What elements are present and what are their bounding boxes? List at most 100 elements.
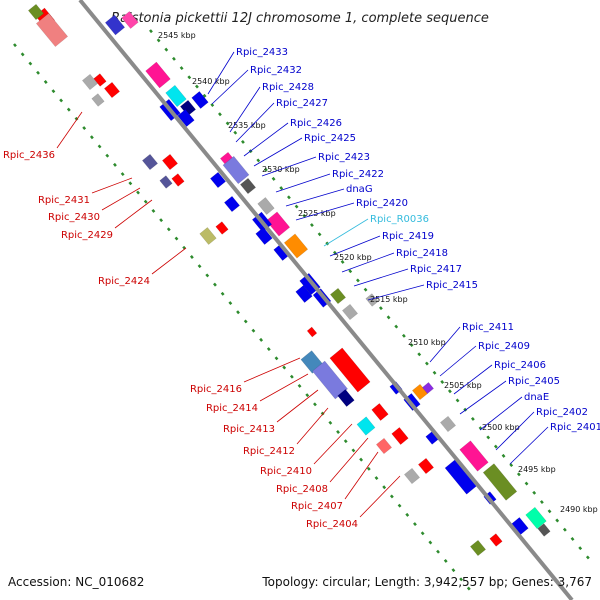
gene-feature[interactable] xyxy=(306,326,318,338)
gene-label-left[interactable]: Rpic_2407 xyxy=(291,501,343,512)
gene-feature[interactable] xyxy=(341,303,359,321)
gene-feature[interactable] xyxy=(469,539,487,557)
gene-feature[interactable] xyxy=(391,427,409,445)
label-leader-line xyxy=(243,357,301,383)
gene-label-left[interactable]: Rpic_2410 xyxy=(260,466,312,477)
gene-label-right[interactable]: Rpic_2427 xyxy=(276,98,328,109)
gene-label-right[interactable]: Rpic_2406 xyxy=(494,360,546,371)
gene-label-right[interactable]: Rpic_2411 xyxy=(462,322,514,333)
gene-label-left[interactable]: Rpic_2436 xyxy=(3,150,55,161)
gene-feature[interactable] xyxy=(81,73,99,91)
label-leader-layer xyxy=(56,51,549,518)
label-leader-line xyxy=(313,423,353,465)
gene-label-right[interactable]: Rpic_2402 xyxy=(536,407,588,418)
gene-label-right[interactable]: Rpic_2420 xyxy=(356,198,408,209)
gene-feature[interactable] xyxy=(537,523,551,537)
gene-feature[interactable] xyxy=(209,171,227,189)
gene-label-left[interactable]: Rpic_2429 xyxy=(61,230,113,241)
label-leader-line xyxy=(344,451,379,500)
map-title: Ralstonia pickettii 12J chromosome 1, co… xyxy=(111,11,489,26)
label-leader-line xyxy=(211,69,249,105)
gene-feature[interactable] xyxy=(255,227,273,245)
gene-feature[interactable] xyxy=(422,382,434,394)
gene-feature[interactable] xyxy=(103,81,121,99)
label-leader-line xyxy=(56,111,83,149)
gene-label-right[interactable]: Rpic_2422 xyxy=(332,169,384,180)
gene-feature[interactable] xyxy=(121,11,139,29)
gene-feature[interactable] xyxy=(295,285,313,303)
kbp-tick-label: 2490 kbp xyxy=(560,505,598,514)
gene-feature[interactable] xyxy=(199,227,217,245)
gene-feature[interactable] xyxy=(329,287,347,305)
gene-label-left[interactable]: Rpic_2416 xyxy=(190,384,242,395)
gene-feature[interactable] xyxy=(459,440,489,472)
gene-label-right[interactable]: Rpic_R0036 xyxy=(370,214,429,225)
gene-feature[interactable] xyxy=(439,415,457,433)
gene-label-right[interactable]: Rpic_2426 xyxy=(290,118,342,129)
gene-feature[interactable] xyxy=(159,175,173,189)
gene-feature[interactable] xyxy=(91,93,105,107)
gene-feature[interactable] xyxy=(265,211,291,237)
gene-label-right[interactable]: Rpic_2433 xyxy=(236,47,288,58)
gene-label-left[interactable]: Rpic_2408 xyxy=(276,484,328,495)
gene-feature[interactable] xyxy=(161,153,179,171)
gene-feature[interactable] xyxy=(223,195,241,213)
gene-label-left[interactable]: Rpic_2424 xyxy=(98,276,150,287)
gene-feature[interactable] xyxy=(403,467,421,485)
gene-feature[interactable] xyxy=(177,109,195,127)
gene-label-right[interactable]: Rpic_2417 xyxy=(410,264,462,275)
gene-feature[interactable] xyxy=(329,347,371,393)
gene-label-left[interactable]: Rpic_2413 xyxy=(223,424,275,435)
gene-label-right[interactable]: Rpic_2432 xyxy=(250,65,302,76)
gene-label-left[interactable]: Rpic_2412 xyxy=(243,446,295,457)
gene-label-right[interactable]: dnaG xyxy=(346,184,373,195)
label-leader-line xyxy=(275,173,331,193)
label-leader-line xyxy=(229,86,261,133)
kbp-tick-label: 2515 kbp xyxy=(370,295,408,304)
gene-feature[interactable] xyxy=(482,463,518,501)
gene-label-left[interactable]: Rpic_2414 xyxy=(206,403,258,414)
gene-feature[interactable] xyxy=(375,437,393,455)
gene-feature[interactable] xyxy=(283,233,309,259)
gene-feature[interactable] xyxy=(417,457,435,475)
gene-feature[interactable] xyxy=(145,61,171,89)
gene-feature[interactable] xyxy=(489,533,503,547)
gene-label-left[interactable]: Rpic_2430 xyxy=(48,212,100,223)
label-leader-line xyxy=(341,252,395,273)
gene-feature[interactable] xyxy=(239,177,257,195)
gene-feature[interactable] xyxy=(365,293,379,307)
gene-feature[interactable] xyxy=(27,3,45,21)
gene-label-left[interactable]: Rpic_2404 xyxy=(306,519,358,530)
label-leader-line xyxy=(235,102,275,143)
gene-feature[interactable] xyxy=(337,389,355,407)
gene-label-left[interactable]: Rpic_2431 xyxy=(38,195,90,206)
gene-feature[interactable] xyxy=(257,197,275,215)
gene-label-right[interactable]: Rpic_2401 xyxy=(550,422,600,433)
gene-label-right[interactable]: Rpic_2419 xyxy=(382,231,434,242)
gene-feature[interactable] xyxy=(165,84,187,108)
gene-feature[interactable] xyxy=(356,416,376,436)
gene-label-right[interactable]: Rpic_2409 xyxy=(478,341,530,352)
gene-feature[interactable] xyxy=(215,221,229,235)
gene-feature[interactable] xyxy=(222,155,250,185)
gene-feature[interactable] xyxy=(191,91,209,109)
gene-feature[interactable] xyxy=(371,403,389,421)
gene-label-right[interactable]: Rpic_2425 xyxy=(304,133,356,144)
gene-label-right[interactable]: Rpic_2423 xyxy=(318,152,370,163)
gene-feature[interactable] xyxy=(35,12,69,48)
gene-feature[interactable] xyxy=(525,506,547,530)
gene-label-right[interactable]: Rpic_2415 xyxy=(426,280,478,291)
gene-feature[interactable] xyxy=(93,73,107,87)
label-leader-line xyxy=(509,426,549,465)
gene-label-right[interactable]: Rpic_2428 xyxy=(262,82,314,93)
gene-feature[interactable] xyxy=(171,173,185,187)
gene-label-right[interactable]: dnaE xyxy=(524,392,549,403)
gene-label-right[interactable]: Rpic_2405 xyxy=(508,376,560,387)
kbp-tick-label: 2535 kbp xyxy=(228,121,266,130)
gene-feature[interactable] xyxy=(141,153,159,171)
label-leader-line xyxy=(323,218,369,247)
kbp-tick-label: 2500 kbp xyxy=(482,423,520,432)
gene-label-right[interactable]: Rpic_2418 xyxy=(396,248,448,259)
gene-feature[interactable] xyxy=(104,14,126,36)
